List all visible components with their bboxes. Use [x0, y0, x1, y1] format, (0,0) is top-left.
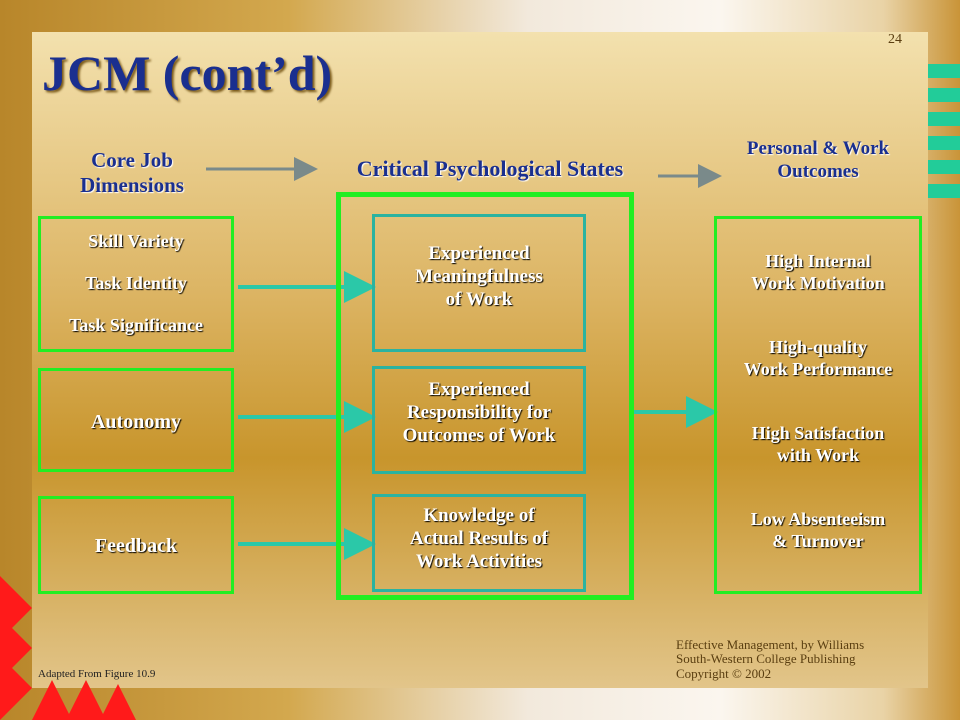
knowledge-line-3: Work Activities	[415, 550, 543, 572]
knowledge-line-1: Knowledge of	[423, 505, 535, 526]
meaningfulness-line-1: Experienced	[428, 243, 530, 264]
outcome-3-line-1: High Satisfaction	[751, 423, 885, 443]
skill-variety-label: Skill Variety	[88, 231, 184, 251]
task-significance-label: Task Significance	[69, 315, 203, 335]
copyright-credit: Effective Management, by Williams South-…	[676, 637, 865, 681]
slide-background	[32, 32, 928, 688]
page-title: JCM (cont’d)	[42, 45, 333, 101]
outcomes-box: High Internal Work Motivation High-quali…	[714, 216, 922, 594]
credit-line-3: Copyright © 2002	[676, 665, 772, 681]
knowledge-box: Knowledge of Actual Results of Work Acti…	[372, 494, 586, 592]
meaningfulness-line-2: Meaningfulness	[415, 265, 543, 287]
credit-line-2: South-Western College Publishing	[676, 651, 856, 667]
responsibility-line-3: Outcomes of Work	[402, 424, 556, 446]
personal-work-outcomes-header: Personal & Work Outcomes	[746, 138, 890, 182]
outcome-1-line-1: High Internal	[765, 251, 871, 271]
core-job-dimensions-header: Core Job Dimensions	[80, 148, 184, 198]
meaningfulness-line-3: of Work	[445, 288, 513, 310]
knowledge-line-2: Actual Results of	[409, 527, 549, 549]
responsibility-box: Experienced Responsibility for Outcomes …	[372, 366, 586, 474]
credit-line-1: Effective Management, by Williams	[676, 637, 865, 652]
task-identity-label: Task Identity	[85, 273, 187, 293]
meaningfulness-box: Experienced Meaningfulness of Work	[372, 214, 586, 352]
critical-psychological-states-header: Critical Psychological States	[356, 156, 624, 181]
core-dimensions-box: Skill Variety Task Identity Task Signifi…	[38, 216, 234, 352]
red-triangles-decoration	[0, 576, 136, 720]
responsibility-line-1: Experienced	[428, 379, 530, 400]
outcome-3-line-2: with Work	[776, 444, 860, 465]
outcome-4-line-2: & Turnover	[772, 530, 864, 551]
outcome-2-line-2: Work Performance	[743, 358, 893, 379]
responsibility-line-2: Responsibility for	[406, 401, 552, 423]
feedback-label: Feedback	[94, 535, 178, 557]
adapted-from-note: Adapted From Figure 10.9	[38, 668, 156, 680]
outcome-2-line-1: High-quality	[768, 337, 868, 357]
autonomy-box: Autonomy	[38, 368, 234, 472]
feedback-box: Feedback	[38, 496, 234, 594]
outcome-1-line-2: Work Motivation	[751, 272, 885, 293]
page-number: 24	[888, 32, 902, 47]
critical-states-container	[336, 192, 634, 600]
outcome-4-line-1: Low Absenteeism	[750, 509, 886, 529]
autonomy-label: Autonomy	[90, 411, 181, 433]
